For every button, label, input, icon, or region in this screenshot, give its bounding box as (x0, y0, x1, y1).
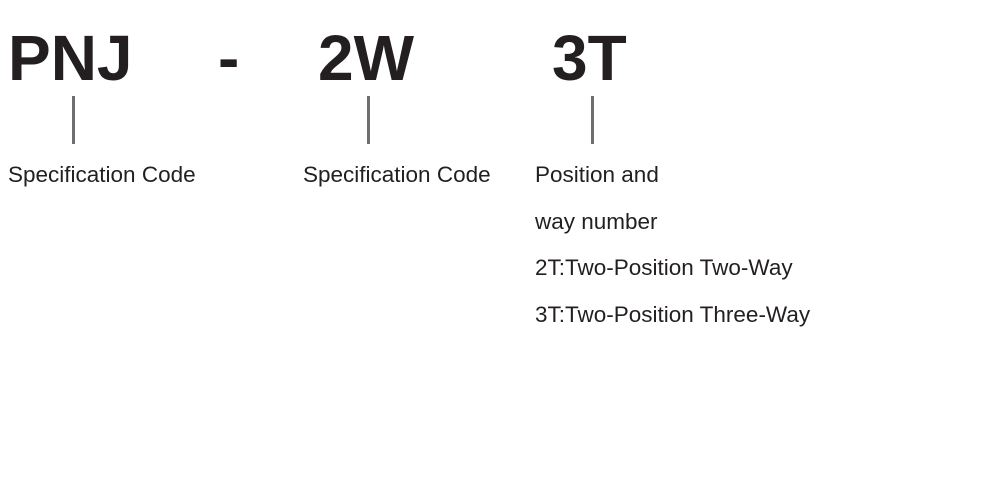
description-position-title-line2: way number (535, 209, 658, 234)
connector-line-position (591, 96, 594, 144)
connector-line-spec (367, 96, 370, 144)
description-position-title-line1: Position and (535, 162, 659, 187)
code-segment-position: 3T (552, 22, 627, 94)
code-separator: - (218, 22, 240, 94)
connector-line-series (72, 96, 75, 144)
code-segment-series: PNJ (8, 22, 133, 94)
description-position-option-3t: 3T:Two-Position Three-Way (535, 302, 811, 327)
description-series: Specification Code (8, 162, 196, 187)
description-spec: Specification Code (303, 162, 491, 187)
code-segment-spec: 2W (318, 22, 414, 94)
description-position-option-2t: 2T:Two-Position Two-Way (535, 255, 793, 280)
